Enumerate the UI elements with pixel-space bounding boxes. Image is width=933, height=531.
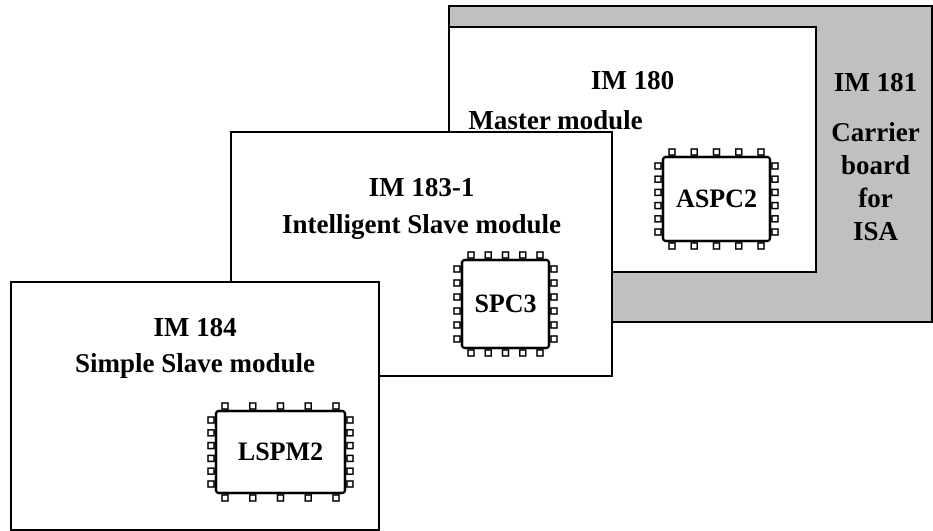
chip-spc3: SPC3: [453, 251, 558, 357]
chip-spc3-graphic: [453, 251, 558, 357]
carrier-name: IM 181: [833, 67, 918, 97]
carrier-desc-line-4: ISA: [852, 216, 899, 246]
module-role-im180: Master module: [468, 105, 643, 135]
carrier-desc-line-2: board: [840, 150, 911, 180]
module-name-im184: IM 184: [153, 312, 237, 342]
module-role-im184: Simple Slave module: [74, 348, 316, 378]
module-name-im180: IM 180: [590, 65, 675, 95]
carrier-desc-line-3: for: [858, 183, 893, 213]
carrier-desc-line-1: Carrier: [831, 117, 920, 147]
chip-label-aspc2: ASPC2: [676, 184, 757, 213]
module-name-im183: IM 183-1: [368, 172, 475, 202]
module-role-im183: Intelligent Slave module: [281, 209, 561, 239]
chip-lspm2-graphic: [207, 402, 354, 502]
chip-label-spc3: SPC3: [474, 289, 537, 318]
carrier-label: IM 181 Carrier board for ISA: [818, 66, 933, 248]
chip-aspc2: ASPC2: [654, 148, 779, 250]
chip-label-lspm2: LSPM2: [237, 437, 324, 466]
chip-lspm2: LSPM2: [207, 402, 354, 502]
chip-aspc2-graphic: [654, 148, 779, 250]
